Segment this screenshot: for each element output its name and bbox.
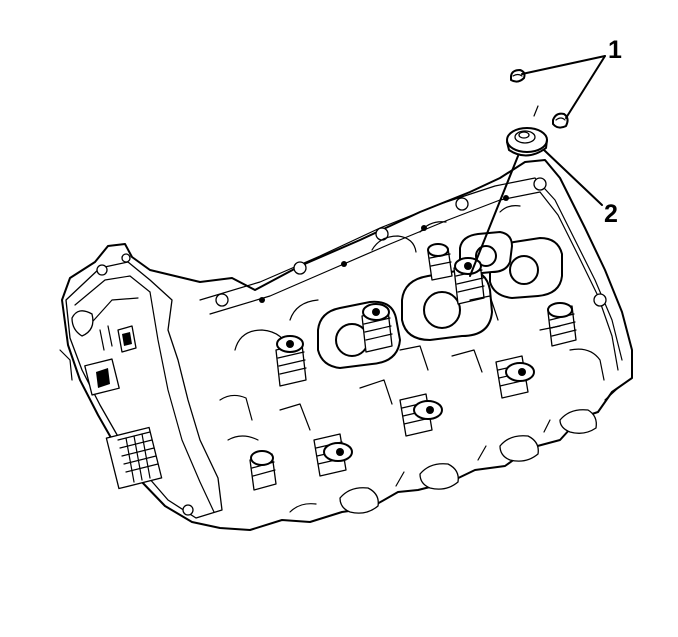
leader-line-1b xyxy=(565,55,606,119)
leader-line-2 xyxy=(543,149,603,206)
seal-washer xyxy=(506,127,548,157)
valve-spring-lower-2 xyxy=(399,393,443,437)
valve-spring-upper-2 xyxy=(361,303,393,353)
valve-spring-lower-4 xyxy=(249,450,277,491)
cylinder-head xyxy=(59,159,633,531)
retainer-clip-upper xyxy=(510,69,526,83)
install-line xyxy=(469,155,519,277)
callout-2: 2 xyxy=(543,149,618,228)
valve-spring-lower-1 xyxy=(313,433,353,477)
center-mark xyxy=(533,105,539,117)
callout-1: 1 xyxy=(521,36,622,119)
callout-label-2: 2 xyxy=(604,200,618,228)
valve-spring-upper-1 xyxy=(275,335,307,387)
valve-spring-upper-4 xyxy=(427,243,453,281)
callout-label-1: 1 xyxy=(608,36,622,64)
retainer-clip-lower xyxy=(552,112,569,129)
valve-spring-lower-3 xyxy=(495,355,535,399)
leader-line-1a xyxy=(521,55,606,75)
valve-spring-upper-3 xyxy=(453,257,485,305)
valve-spring-upper-5 xyxy=(547,302,577,347)
